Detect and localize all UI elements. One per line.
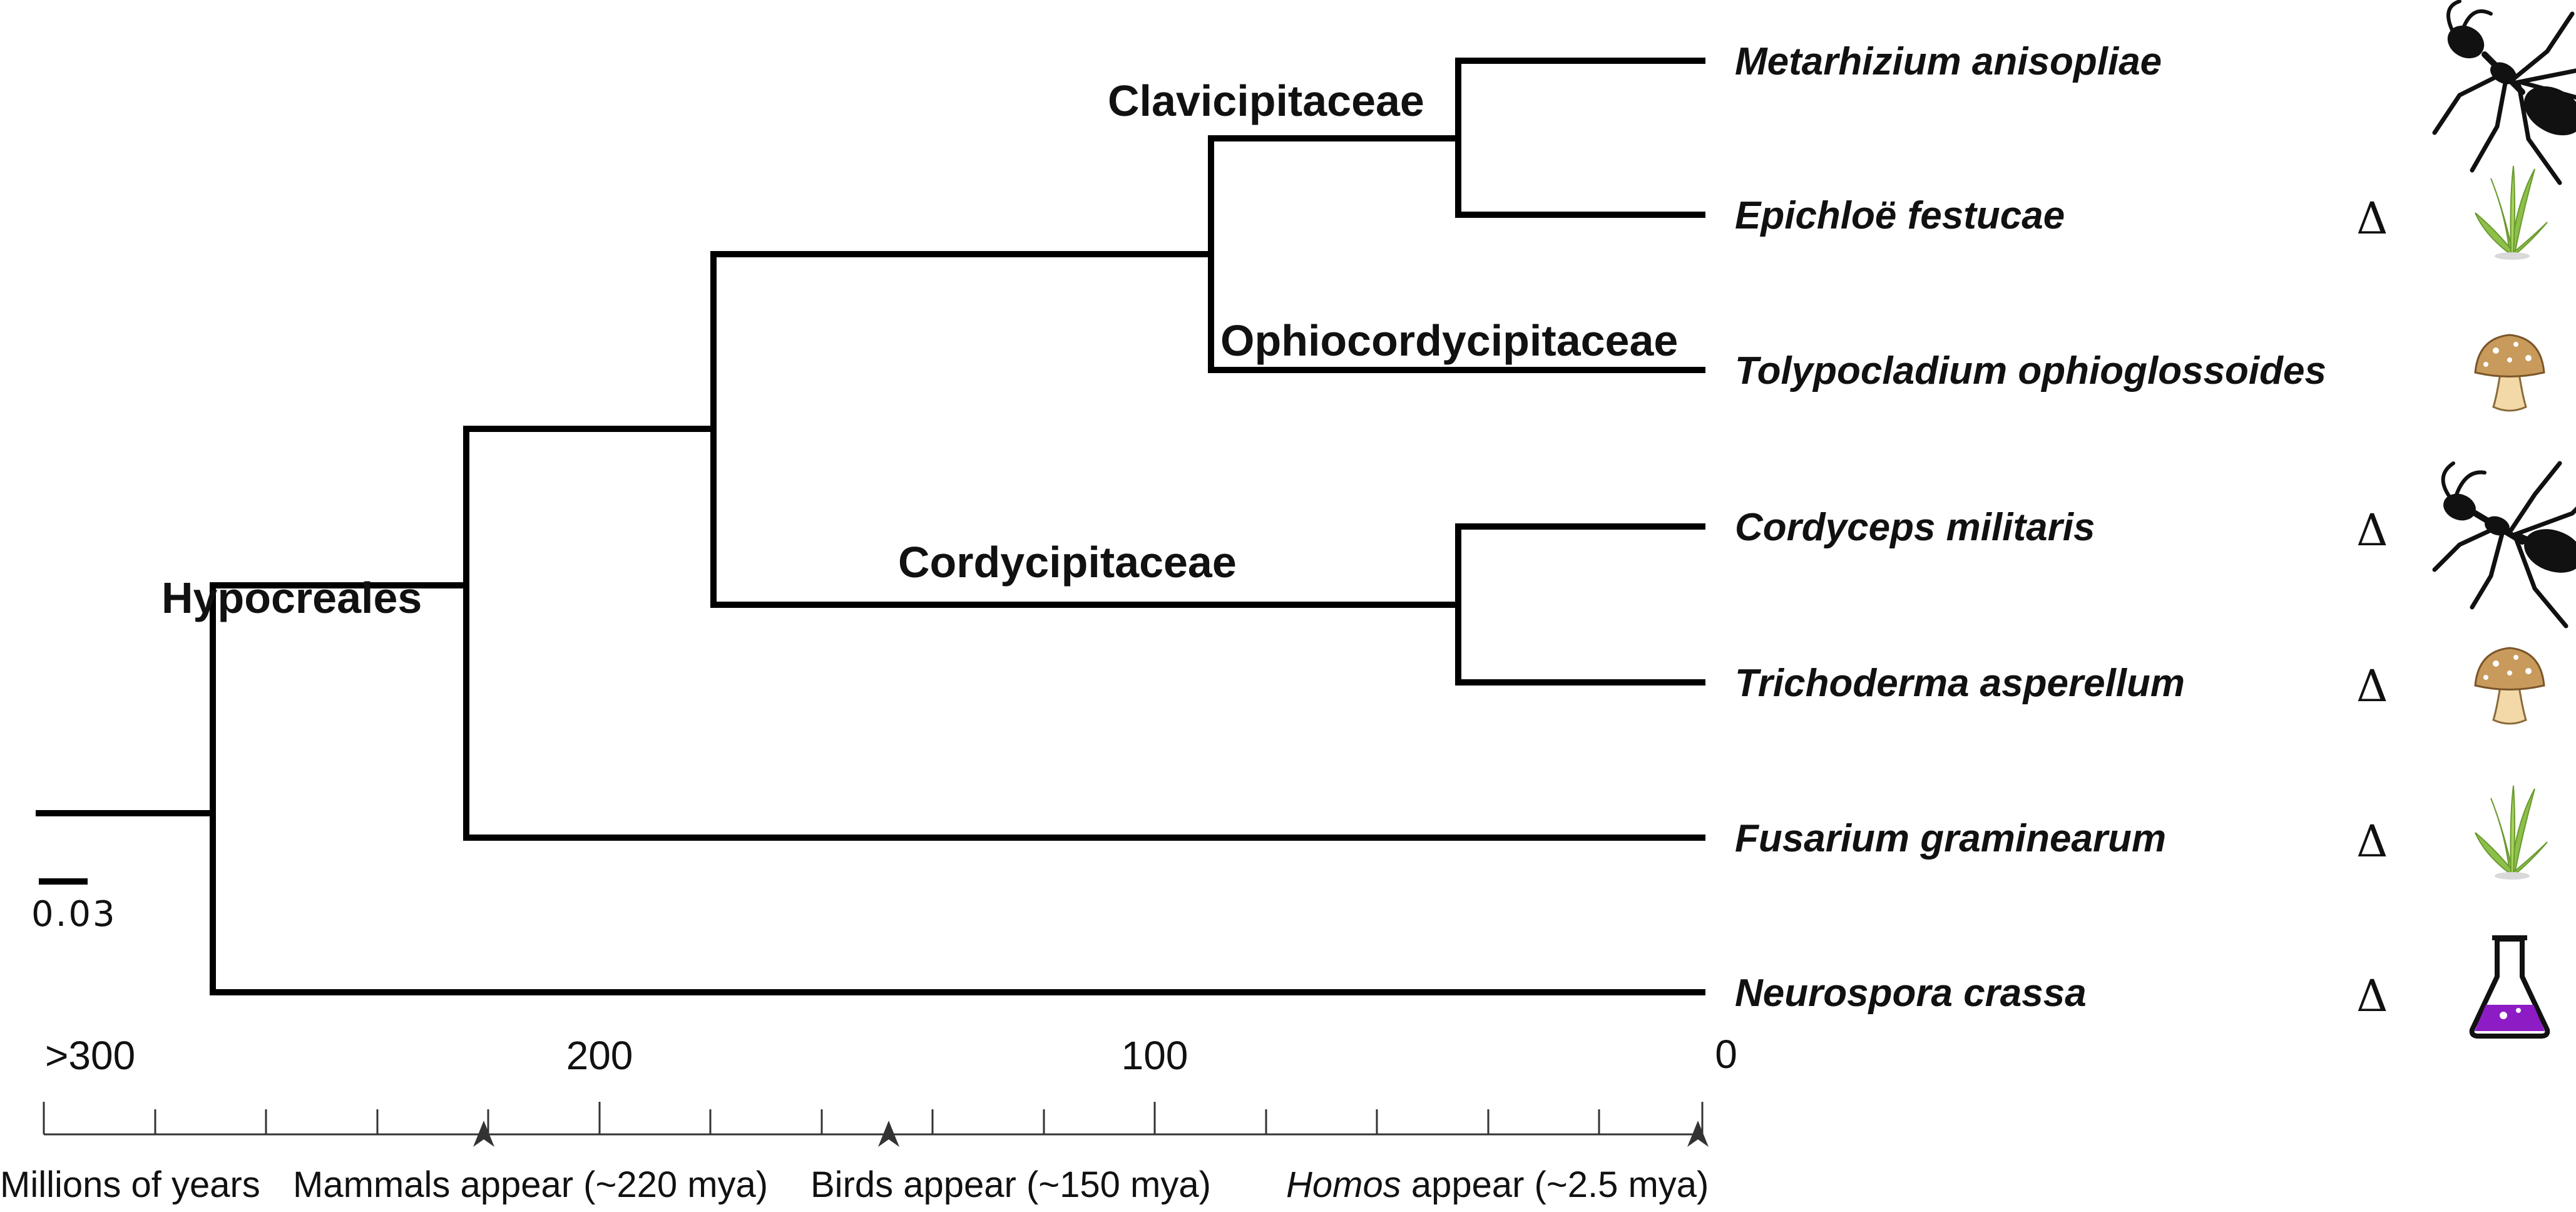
event-label-birds: Birds appear (~150 mya) xyxy=(810,1164,1211,1205)
event-label-mammals: Mammals appear (~220 mya) xyxy=(293,1164,768,1205)
event-label-homos-rest: appear (~2.5 mya) xyxy=(1401,1164,1709,1205)
taxon-label: Tolypocladium ophioglossoides xyxy=(1735,349,2326,393)
flask-icon xyxy=(2469,935,2550,1039)
deletion-marker: Δ xyxy=(2356,193,2388,244)
tree-branches xyxy=(36,58,1705,995)
birds-arrow-icon xyxy=(878,1121,899,1147)
clade-label-ophiocordycipitaceae: Ophiocordycipitaceae xyxy=(1220,316,1678,365)
clade-label-cordycipitaceae: Cordycipitaceae xyxy=(898,538,1237,587)
axis-tick-label: >300 xyxy=(45,1033,135,1078)
mushroom-icon xyxy=(2474,334,2545,412)
event-label-homos: Homos appear (~2.5 mya) xyxy=(1286,1164,1709,1205)
deletion-marker: Δ xyxy=(2356,816,2388,867)
axis-tick-label: 100 xyxy=(1122,1033,1188,1078)
axis-tick-label: 200 xyxy=(566,1033,633,1078)
homos-arrow-icon xyxy=(1687,1121,1709,1147)
ant-icon xyxy=(2432,461,2576,629)
taxon-label: Metarhizium anisopliae xyxy=(1735,40,2162,83)
taxon-label: Fusarium graminearum xyxy=(1735,817,2166,860)
clade-label-hypocreales: Hypocreales xyxy=(161,573,422,622)
deletion-marker: Δ xyxy=(2356,970,2388,1022)
deletion-marker: Δ xyxy=(2356,505,2388,556)
clade-label-clavicipitaceae: Clavicipitaceae xyxy=(1108,76,1424,125)
taxon-label: Trichoderma asperellum xyxy=(1735,662,2185,705)
taxon-label: Epichloë festucae xyxy=(1735,194,2065,237)
axis-unit-label: Millions of years xyxy=(0,1164,260,1205)
scale-bar-label: 0.03 xyxy=(31,894,117,935)
mammals-arrow-icon xyxy=(473,1121,494,1147)
grass-icon xyxy=(2475,165,2548,260)
taxon-label: Neurospora crassa xyxy=(1735,972,2087,1015)
ant-icon xyxy=(2432,0,2576,185)
deletion-marker: Δ xyxy=(2356,660,2388,712)
taxon-label: Cordyceps militaris xyxy=(1735,506,2095,549)
axis-tick-label: 0 xyxy=(1715,1032,1737,1077)
event-label-homos-italic: Homos xyxy=(1286,1164,1401,1205)
time-axis: >300 200 100 0 Millions of years Mammals… xyxy=(0,1032,1737,1205)
mushroom-icon xyxy=(2474,647,2545,725)
grass-icon xyxy=(2475,785,2548,880)
